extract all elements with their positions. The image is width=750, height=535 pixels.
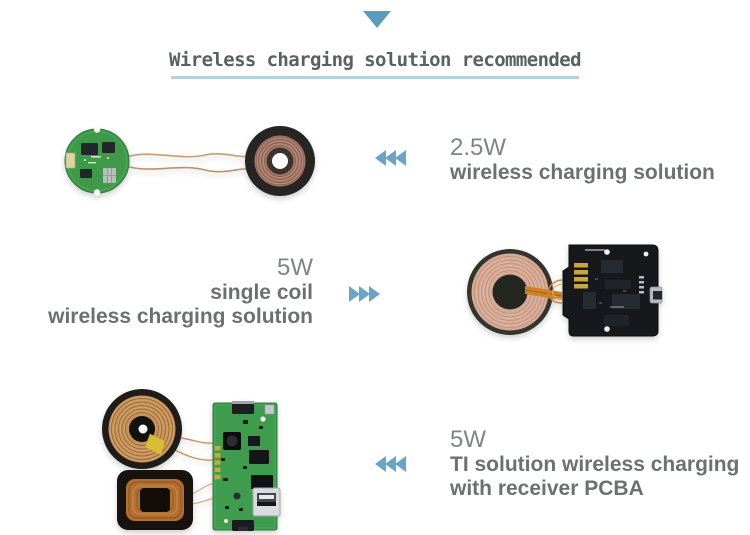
- product-photo-5w-ti-receiver-module: [102, 389, 281, 531]
- product-2-desc-line-2: wireless charging solution: [48, 305, 313, 328]
- product-3-text: 5W TI solution wireless charging with re…: [450, 426, 739, 501]
- page-title: Wireless charging solution recommended: [169, 49, 581, 71]
- coil-wires: [125, 153, 253, 173]
- triple-left-arrow-icon: [375, 150, 406, 166]
- product-2-desc-line-1: single coil: [210, 281, 313, 304]
- product-photo-2.5w-transmitter-module: [64, 126, 315, 196]
- round-green-pcb: [64, 126, 130, 196]
- green-receiver-pcb: [212, 401, 281, 531]
- product-1-wattage: 2.5W: [450, 134, 507, 161]
- header: Wireless charging solution recommended: [0, 48, 750, 79]
- flex-cable: [524, 279, 563, 304]
- product-3-wattage: 5W: [450, 426, 486, 453]
- yellow-tape: [144, 433, 166, 456]
- product-2-wattage: 5W: [277, 254, 313, 281]
- black-control-pcb: [562, 244, 663, 337]
- product-2-text: 5W single coil wireless charging solutio…: [48, 254, 313, 329]
- triple-left-arrow-icon: [375, 456, 406, 472]
- down-triangle-icon: [363, 11, 391, 28]
- round-copper-coil: [102, 389, 182, 469]
- triple-right-arrow-icon: [349, 286, 380, 302]
- title-underline: [171, 76, 579, 79]
- product-1-text: 2.5W wireless charging solution: [450, 134, 715, 185]
- product-3-desc-line-2: with receiver PCBA: [450, 477, 644, 500]
- product-3-desc-line-1: TI solution wireless charging: [450, 453, 740, 476]
- product-1-desc-line-1: wireless charging solution: [450, 161, 715, 184]
- single-copper-coil: [467, 249, 553, 335]
- rectangular-copper-coil: [117, 470, 193, 530]
- product-photo-5w-single-coil-module: [467, 244, 663, 337]
- copper-coil: [245, 126, 315, 196]
